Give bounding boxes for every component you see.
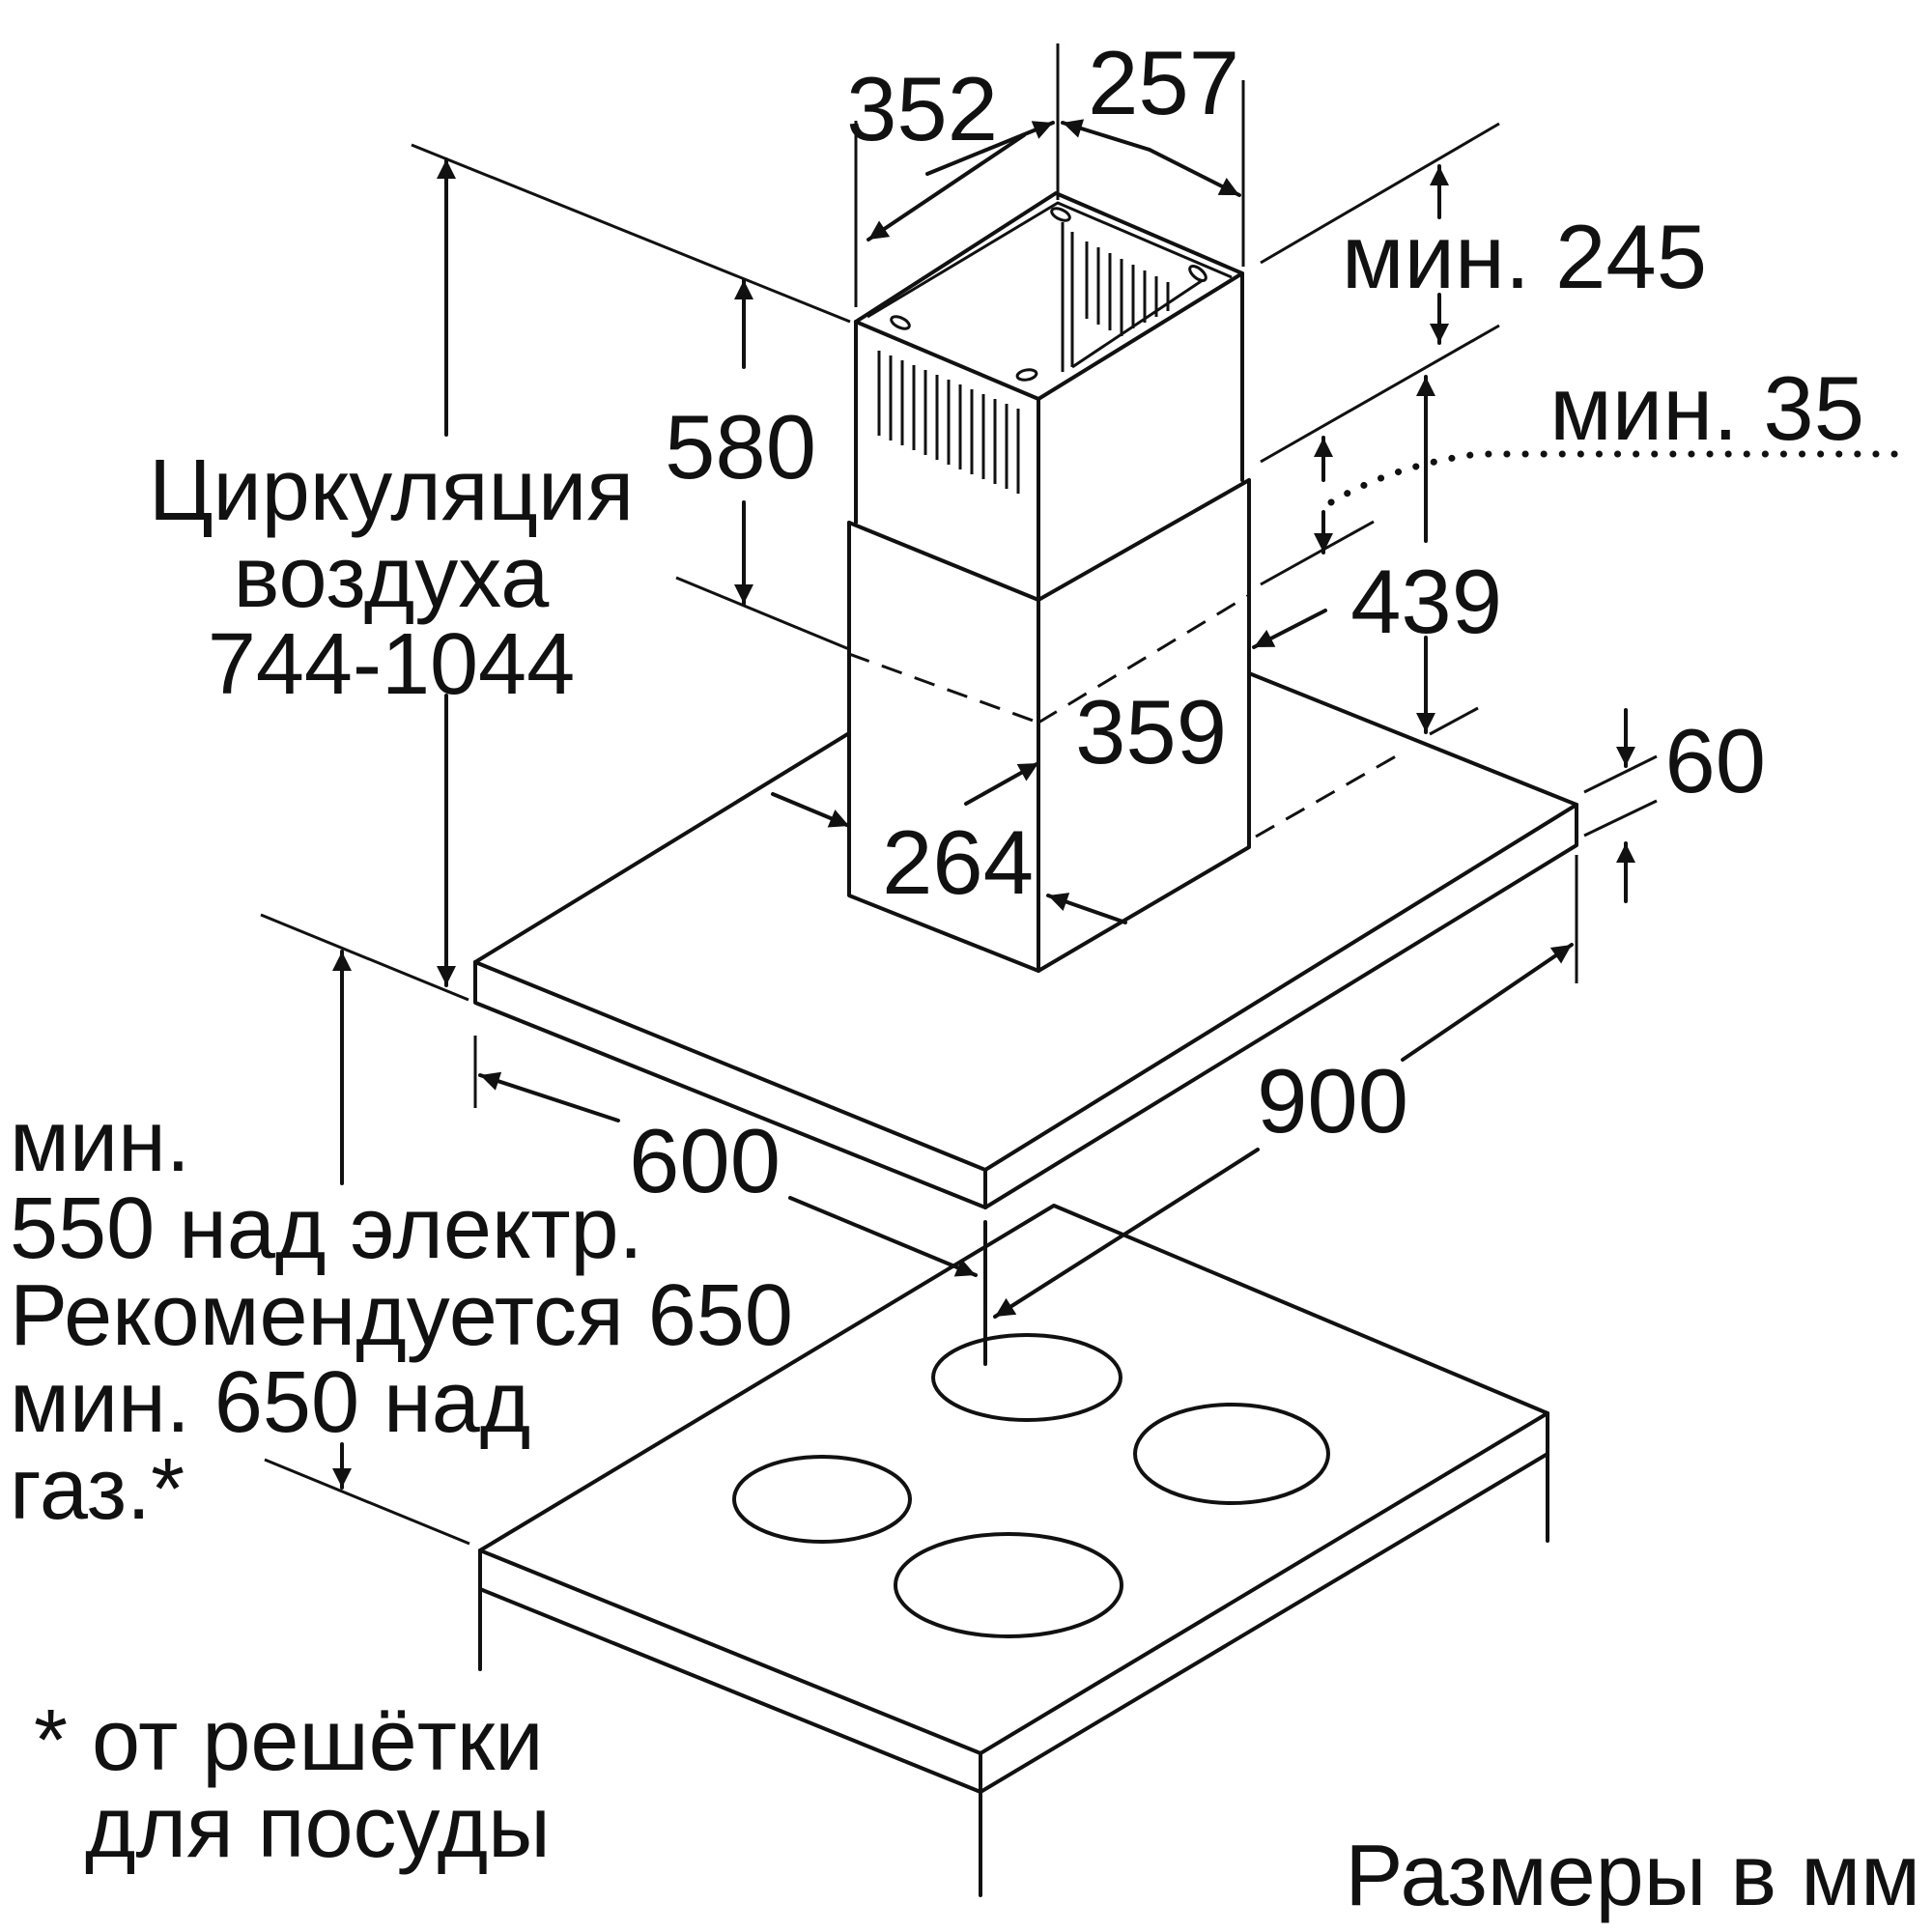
dim-359-arrow: [1252, 609, 1327, 649]
dim-264-arrow-b: [771, 792, 851, 828]
label-lower-duct-width: 359: [1075, 681, 1227, 782]
dim-257-arrow-a: [1061, 119, 1151, 152]
install-line-3: Рекомендуется 650: [10, 1267, 793, 1364]
install-height-label: мин. 550 над электр. Рекомендуется 650 м…: [10, 1094, 793, 1538]
dim-900-arrow-a: [1401, 943, 1574, 1062]
circulation-label: Циркуляция воздуха 744-1044: [149, 442, 634, 713]
dim-352-arrow-b: [925, 121, 1055, 176]
install-line-5: газ.*: [10, 1441, 185, 1538]
dim-257-arrow-b: [1148, 148, 1241, 197]
vent-slots-left: [877, 351, 1020, 494]
label-duct-width: 257: [1088, 32, 1239, 133]
label-canopy-thickness: 60: [1664, 710, 1766, 811]
hood-canopy: [473, 671, 1578, 1209]
dim-264-arrow-c: [1046, 893, 1127, 924]
circulation-line-3: 744-1044: [208, 616, 575, 713]
burner-back-right: [1133, 1403, 1330, 1505]
vent-slots-inner: [1061, 222, 1204, 372]
dim-264-arrow-a: [964, 761, 1040, 806]
label-min-overlap: мин. 35: [1549, 357, 1864, 459]
units-note: Размеры в мм: [1345, 1828, 1920, 1924]
circulation-line-1: Циркуляция: [149, 442, 634, 539]
label-canopy-width: 900: [1257, 1050, 1408, 1151]
circulation-line-2: воздуха: [234, 529, 551, 626]
label-lower-duct-height: 439: [1350, 551, 1502, 652]
burner-back-left: [931, 1333, 1122, 1422]
dim-35-dotted-leader: [1327, 450, 1905, 506]
label-lower-duct-depth: 264: [882, 811, 1034, 913]
dimension-lines: [332, 119, 1905, 1490]
dim-352-arrow-a: [867, 133, 1026, 242]
burner-front-left: [732, 1455, 912, 1544]
dimension-labels: 352 257 мин. 245 мин. 35 580 439 359 264…: [629, 32, 1864, 1211]
install-line-1: мин.: [10, 1094, 190, 1190]
dim-600-arrow-b: [788, 1196, 978, 1277]
burner-front-right: [894, 1532, 1123, 1638]
upper-duct: [854, 191, 1244, 602]
install-line-2: 550 над электр.: [10, 1180, 643, 1277]
cooktop: [478, 1204, 1549, 1897]
extension-lines: [260, 43, 1658, 1546]
install-line-4: мин. 650 над: [10, 1354, 530, 1451]
dim-900-arrow-b: [993, 1148, 1260, 1319]
footnote-line-2: для посуды: [85, 1779, 551, 1876]
label-canopy-depth: 600: [629, 1110, 781, 1211]
label-upper-duct-height: 580: [665, 396, 816, 497]
label-duct-depth: 352: [846, 58, 998, 159]
dim-600-arrow-a: [478, 1071, 620, 1122]
footnote: * от решётки для посуды: [34, 1692, 551, 1876]
label-min-top-clearance: мин. 245: [1342, 206, 1707, 307]
footnote-line-1: * от решётки: [34, 1692, 544, 1789]
